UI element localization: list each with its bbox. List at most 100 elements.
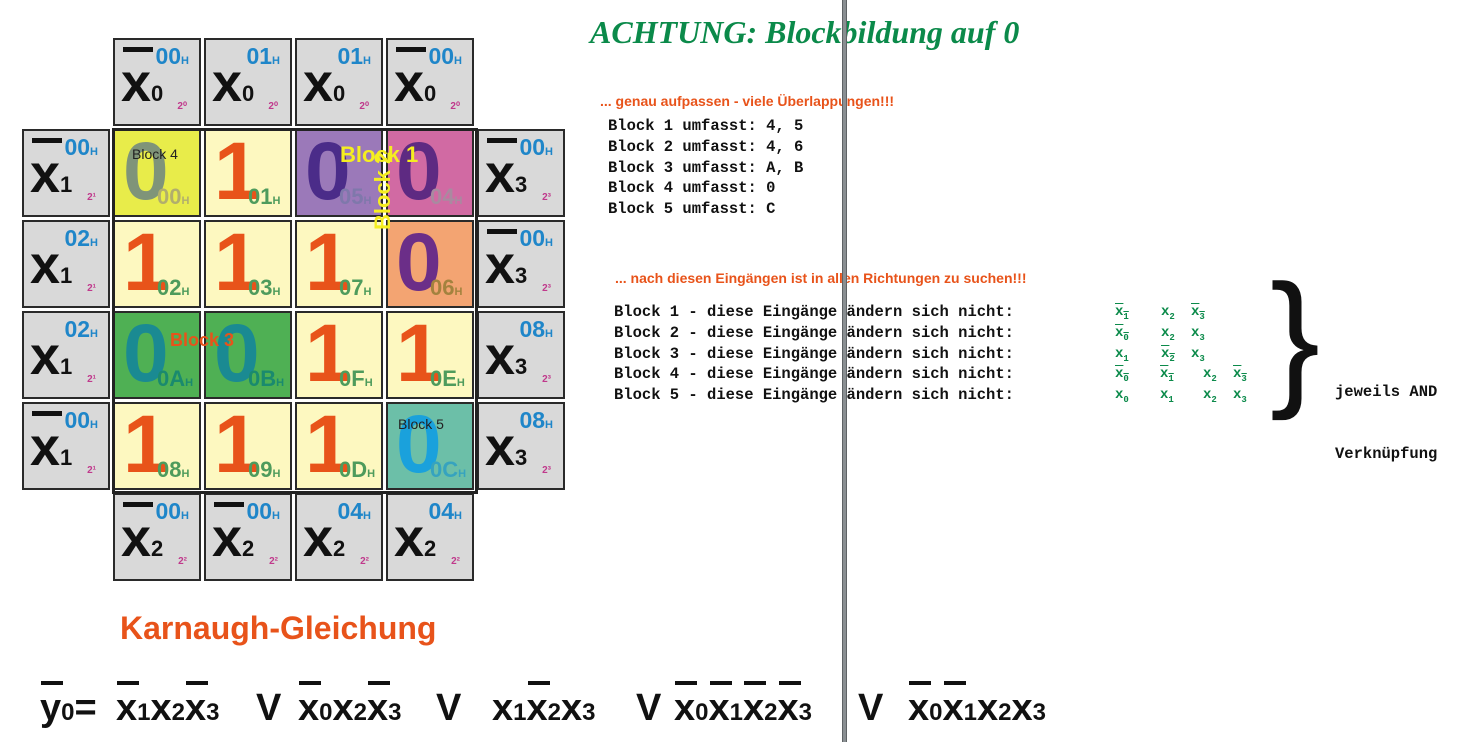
weight-label: 2⁰ bbox=[177, 101, 187, 112]
input-variable: x2 bbox=[1161, 324, 1175, 343]
hex-label: 01H bbox=[246, 43, 280, 69]
weight-label: 2² bbox=[269, 556, 278, 567]
hex-label: 00H bbox=[519, 225, 553, 251]
equation-index: 3 bbox=[582, 699, 596, 726]
equation-index: 3 bbox=[388, 699, 402, 726]
input-variable: x3 bbox=[1191, 345, 1205, 364]
equation-index: 2 bbox=[764, 699, 778, 726]
input-variable-index: 3 bbox=[1241, 374, 1247, 385]
hex-suffix: H bbox=[456, 377, 465, 389]
equation-variable: x0 bbox=[908, 687, 943, 729]
hex-suffix: H bbox=[276, 377, 285, 389]
cell-value: 1 bbox=[396, 311, 442, 399]
and-note: jeweils AND Verknüpfung bbox=[1335, 340, 1437, 486]
or-symbol: V bbox=[858, 687, 884, 729]
equation-term: x0x1x2x3 bbox=[908, 688, 1046, 733]
input-variable-index: 1 bbox=[1123, 353, 1129, 364]
input-variable: x2 bbox=[1203, 366, 1217, 385]
hex-label: 04H bbox=[337, 498, 371, 524]
cell-index: 08H bbox=[157, 457, 190, 482]
cell-value: 0 bbox=[123, 311, 169, 399]
input-variable-index: 3 bbox=[1199, 311, 1205, 322]
variable-index: 1 bbox=[60, 445, 73, 470]
aendern-line: Block 5 - diese Eingänge ändern sich nic… bbox=[614, 386, 1014, 405]
equation-index: 0 bbox=[929, 699, 943, 726]
input-variable: x3 bbox=[1233, 387, 1247, 405]
input-variable: x3 bbox=[1233, 366, 1247, 385]
hex-suffix: H bbox=[545, 237, 553, 249]
hex-suffix: H bbox=[272, 468, 281, 480]
block1-label: Block 1 bbox=[340, 142, 419, 167]
input-variable: x2 bbox=[1203, 387, 1217, 405]
cell-index: 05H bbox=[339, 184, 372, 209]
or-symbol: V bbox=[256, 687, 282, 729]
cell-value: 1 bbox=[305, 220, 351, 308]
hex-suffix: H bbox=[454, 510, 462, 522]
variable-label: x1 bbox=[30, 326, 73, 386]
hex-suffix: H bbox=[181, 195, 190, 207]
variable-index: 0 bbox=[333, 81, 346, 106]
hex-suffix: H bbox=[90, 237, 98, 249]
umfasst-line: Block 1 umfasst: 4, 5 bbox=[608, 117, 804, 135]
aendern-list: Block 1 - diese Eingänge ändern sich nic… bbox=[614, 302, 1014, 406]
hex-suffix: H bbox=[545, 146, 553, 158]
umfasst-line: Block 2 umfasst: 4, 6 bbox=[608, 137, 804, 156]
hex-suffix: H bbox=[363, 510, 371, 522]
hex-suffix: H bbox=[454, 55, 462, 67]
cell-value: 0 bbox=[396, 402, 442, 490]
hex-label: 00H bbox=[246, 498, 280, 524]
cell-index: 0DH bbox=[339, 457, 376, 482]
cell-index: 0AH bbox=[157, 366, 194, 391]
equation-variable: x3 bbox=[367, 687, 402, 729]
block4-label: Block 4 bbox=[132, 146, 178, 162]
input-variable-index: 2 bbox=[1169, 311, 1175, 322]
weight-label: 2² bbox=[360, 556, 369, 567]
hex-suffix: H bbox=[545, 328, 553, 340]
hex-label: 04H bbox=[428, 498, 462, 524]
hex-suffix: H bbox=[363, 286, 372, 298]
cell-value: 1 bbox=[123, 220, 169, 308]
cell-value: 0 bbox=[123, 129, 169, 217]
variable-label: x2 bbox=[121, 502, 163, 577]
variable-label: x0 bbox=[394, 47, 436, 122]
cell-index: 02H bbox=[157, 275, 190, 300]
hex-suffix: H bbox=[363, 55, 371, 67]
cell-value: 1 bbox=[305, 311, 351, 399]
hex-suffix: H bbox=[272, 286, 281, 298]
equation-index: 2 bbox=[547, 699, 561, 726]
cell-value: 1 bbox=[214, 402, 260, 490]
input-variable: x0 bbox=[1115, 387, 1129, 405]
hex-label: 08H bbox=[519, 316, 553, 342]
equation-variable: x1 bbox=[708, 687, 744, 729]
input-variable-index: 1 bbox=[1123, 311, 1129, 322]
equation-variable: x2 bbox=[977, 687, 1012, 729]
weight-label: 2² bbox=[178, 556, 187, 567]
weight-label: 2⁰ bbox=[359, 101, 369, 112]
input-variable: x1 bbox=[1115, 304, 1129, 322]
equation-variable: x2 bbox=[150, 687, 186, 729]
weight-label: 2¹ bbox=[87, 374, 96, 385]
equation-term: x0x2x3 bbox=[298, 688, 402, 733]
hex-label: 00H bbox=[64, 407, 98, 433]
hex-suffix: H bbox=[272, 55, 280, 67]
or-symbol: V bbox=[436, 687, 462, 729]
equation-index: 0 bbox=[695, 699, 709, 726]
input-variable: x1 bbox=[1160, 366, 1174, 385]
